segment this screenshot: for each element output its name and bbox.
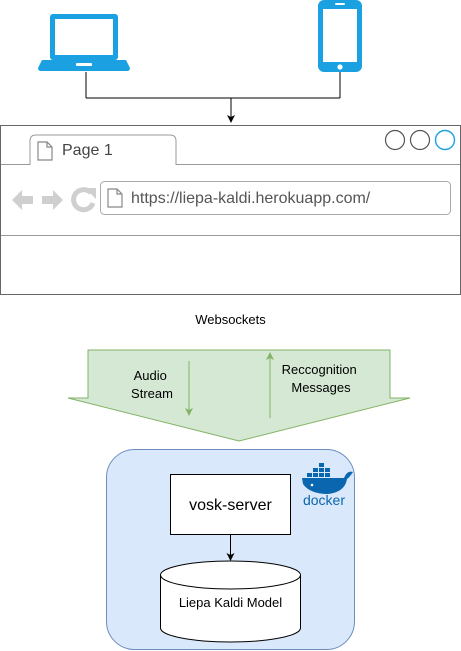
audio-stream-label: Audio Stream [131, 368, 173, 401]
websocket-channel-arrow: Audio Stream Reccognition Messages [67, 349, 411, 442]
recognition-messages-label: Reccognition Messages [282, 362, 361, 395]
websockets-label: Websockets [195, 312, 266, 327]
vosk-server-box: vosk-server [170, 474, 291, 535]
back-arrow-icon[interactable] [12, 190, 33, 210]
recognition-messages-line-2: Messages [291, 380, 351, 395]
tab-label: Page 1 [62, 142, 113, 159]
audio-stream-line-1: Audio [134, 368, 167, 383]
reload-icon[interactable] [71, 187, 96, 213]
audio-stream-line-2: Stream [131, 386, 173, 401]
smartphone-icon [318, 0, 362, 72]
device-connector [85, 72, 341, 123]
liepa-kaldi-model-cylinder: Liepa Kaldi Model [160, 560, 301, 643]
page-icon [37, 141, 53, 161]
page-icon [107, 188, 123, 208]
laptop-icon [38, 14, 130, 71]
tab-page-1[interactable]: Page 1 [29, 134, 177, 166]
browser-window: Page 1 https://liepa-kaldi.herokuapp.com… [0, 125, 461, 295]
forward-arrow-icon[interactable] [42, 190, 63, 210]
docker-wordmark: docker [303, 492, 345, 508]
model-label: Liepa Kaldi Model [179, 595, 282, 610]
window-minimize-button[interactable] [384, 129, 406, 151]
vosk-server-label: vosk-server [189, 497, 272, 514]
recognition-messages-line-1: Reccognition [282, 362, 357, 377]
docker-logo-icon: docker [302, 463, 353, 508]
address-bar[interactable]: https://liepa-kaldi.herokuapp.com/ [100, 181, 451, 215]
window-close-button[interactable] [434, 129, 456, 151]
window-maximize-button[interactable] [409, 129, 431, 151]
url-text: https://liepa-kaldi.herokuapp.com/ [131, 190, 371, 207]
docker-container: docker vosk-server Liepa Kaldi Model [106, 449, 355, 650]
